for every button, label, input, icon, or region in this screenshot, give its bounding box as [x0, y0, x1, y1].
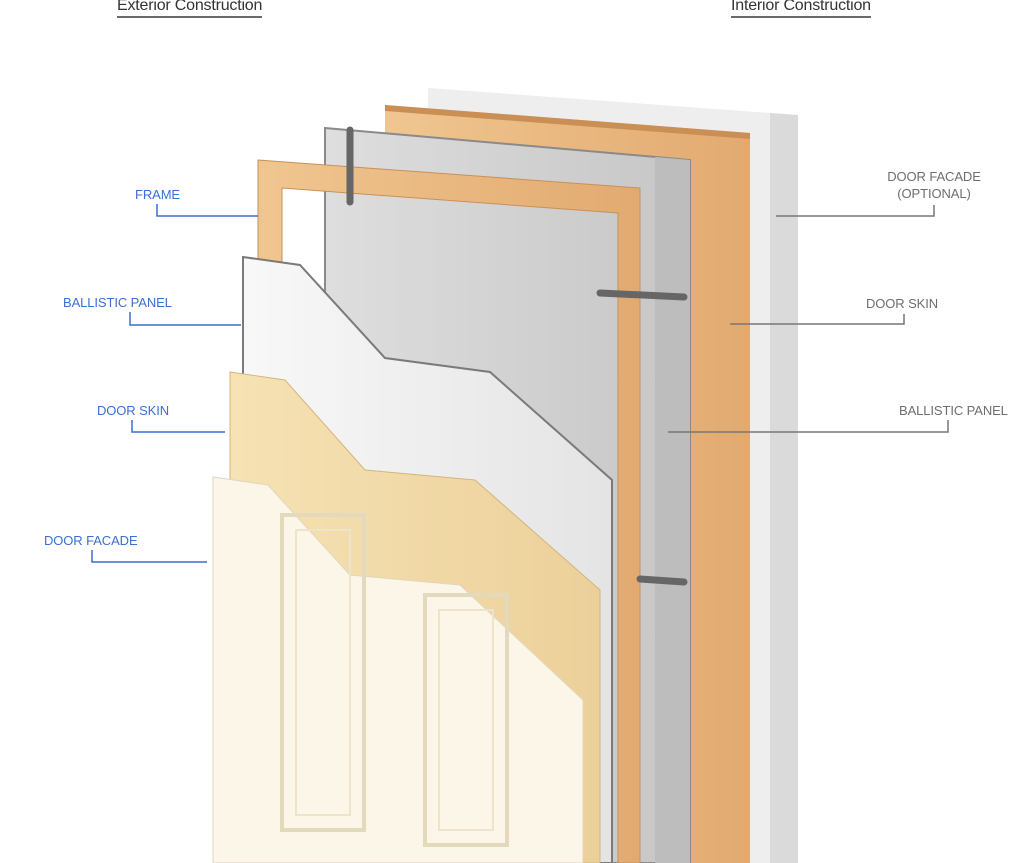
label-door-skin-exterior: DOOR SKIN — [97, 403, 170, 418]
label-door-skin-interior: DOOR SKIN — [866, 296, 939, 311]
label-door-facade-exterior: DOOR FACADE — [44, 533, 138, 548]
leader-lines — [91, 204, 949, 563]
label-ballistic-panel-exterior: BALLISTIC PANEL — [63, 295, 172, 310]
frame-layer — [257, 159, 641, 863]
facade-panel — [423, 593, 509, 847]
label-door-facade-line1: DOOR FACADE — [887, 169, 981, 184]
label-ballistic-panel-interior: BALLISTIC PANEL — [899, 403, 1008, 418]
label-door-facade-line2: (OPTIONAL) — [897, 186, 971, 201]
interior-construction-heading: Interior Construction — [731, 0, 871, 18]
exterior-construction-heading: Exterior Construction — [117, 0, 262, 18]
label-door-facade-interior: DOOR FACADE (OPTIONAL) — [880, 168, 988, 202]
facade-panel — [280, 513, 366, 832]
exterior-door-facade-layer — [212, 476, 584, 863]
pin-icons — [346, 126, 688, 586]
label-frame: FRAME — [135, 187, 181, 202]
